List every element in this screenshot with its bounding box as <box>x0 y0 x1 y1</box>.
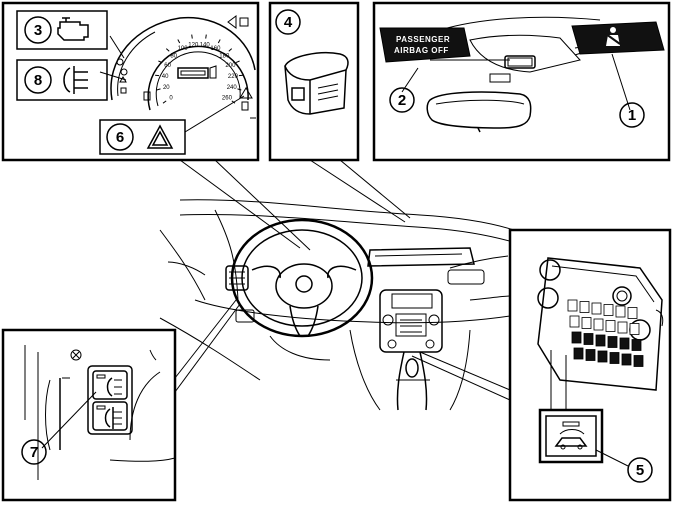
callout-number-2: 2 <box>398 92 406 109</box>
speed-tick-mark <box>205 34 207 39</box>
climate-grid-button <box>597 350 608 363</box>
speed-tick-label: 240 <box>227 85 238 91</box>
climate-grid-button <box>619 337 630 350</box>
callout-number-6: 6 <box>116 129 124 146</box>
climate-grid-button <box>585 349 596 361</box>
speed-tick-mark <box>191 34 193 39</box>
speed-tick-mark <box>237 88 242 91</box>
climate-grid-button <box>627 307 638 319</box>
climate-control-panel: 5 <box>508 228 672 502</box>
climate-grid-button <box>631 339 642 351</box>
speed-tick-label: 0 <box>169 96 173 102</box>
climate-grid-button <box>583 333 594 345</box>
climate-unit-drawing <box>537 257 664 391</box>
front-fog-light-icon <box>106 377 122 397</box>
climate-grid-button <box>591 302 602 315</box>
climate-grid-button <box>581 317 592 329</box>
callout-number-1: 1 <box>628 107 636 124</box>
speed-tick-label: 20 <box>163 85 170 91</box>
speed-tick-label: 40 <box>162 74 169 80</box>
climate-grid-button <box>633 355 644 367</box>
speed-tick-label: 60 <box>164 63 171 69</box>
seatbelt-icon <box>605 27 621 46</box>
callout-number-3: 3 <box>34 22 42 39</box>
rear-fog-switch-icon <box>104 407 122 429</box>
climate-grid-button <box>595 334 606 347</box>
climate-grid-button <box>571 331 582 344</box>
steering-wheel <box>230 218 374 338</box>
recirculation-icon <box>554 429 588 450</box>
climate-grid-button <box>629 323 640 335</box>
airbag-badge-line1: PASSENGER <box>396 35 450 44</box>
speed-tick-label: 100 <box>178 46 189 52</box>
speed-tick-label: 160 <box>210 46 221 52</box>
leader-lines <box>174 159 511 401</box>
speed-tick-label: 120 <box>188 43 199 49</box>
callout-number-8: 8 <box>34 72 42 89</box>
rear-fog-light-icon <box>63 66 88 94</box>
airbag-badge-line2: AIRBAG OFF <box>394 46 449 55</box>
speed-tick-label: 260 <box>222 96 233 102</box>
small-indicator-column <box>116 58 151 101</box>
speed-tick-mark <box>162 100 167 104</box>
speed-tick-label: 80 <box>170 53 177 59</box>
climate-grid-button <box>607 336 618 348</box>
seatbelt-badge <box>571 21 665 55</box>
speed-tick-mark <box>228 48 233 52</box>
speed-tick-mark <box>235 60 240 64</box>
callout-number-7: 7 <box>30 444 38 461</box>
speed-tick-label: 140 <box>200 43 211 49</box>
dashboard-drawing <box>159 199 521 411</box>
speed-tick-label: 180 <box>219 53 230 59</box>
climate-grid-button <box>617 321 628 334</box>
climate-grid-button <box>609 352 620 364</box>
speed-tick-mark <box>165 48 170 52</box>
callout-number-5: 5 <box>636 462 644 479</box>
climate-grid-button <box>569 315 580 328</box>
check-engine-callout: 3 <box>16 10 108 50</box>
overhead-button-panel: 4 <box>268 1 360 162</box>
recirculation-button-inset <box>538 408 604 464</box>
seatbelt-airbag-panel: PASSENGER AIRBAG OFF 2 1 <box>372 1 671 162</box>
climate-grid-button <box>593 318 604 331</box>
climate-grid-button <box>621 353 632 366</box>
climate-grid-button <box>573 347 584 360</box>
speed-tick-mark <box>217 39 221 44</box>
climate-grid-button <box>615 305 626 318</box>
climate-grid-button <box>567 299 578 312</box>
climate-grid-button <box>579 301 590 313</box>
warning-triangle-icon <box>146 124 174 149</box>
speed-tick-mark <box>177 39 181 44</box>
warning-triangle-callout: 6 <box>99 119 186 155</box>
speed-tick-mark <box>158 60 163 64</box>
fog-switch-panel: 7 <box>1 328 177 502</box>
callout-number-4: 4 <box>284 14 293 31</box>
rear-fog-callout: 8 <box>16 59 108 101</box>
speed-tick-mark <box>156 88 161 91</box>
center-console <box>349 247 475 411</box>
climate-grid-button <box>603 304 614 316</box>
climate-grid-button <box>605 320 616 332</box>
speed-tick-label: 200 <box>225 63 236 69</box>
speed-tick-label: 220 <box>228 74 239 80</box>
airbag-off-badge: PASSENGER AIRBAG OFF <box>379 27 471 63</box>
overhead-button-drawing <box>284 52 349 115</box>
check-engine-icon <box>57 17 89 41</box>
